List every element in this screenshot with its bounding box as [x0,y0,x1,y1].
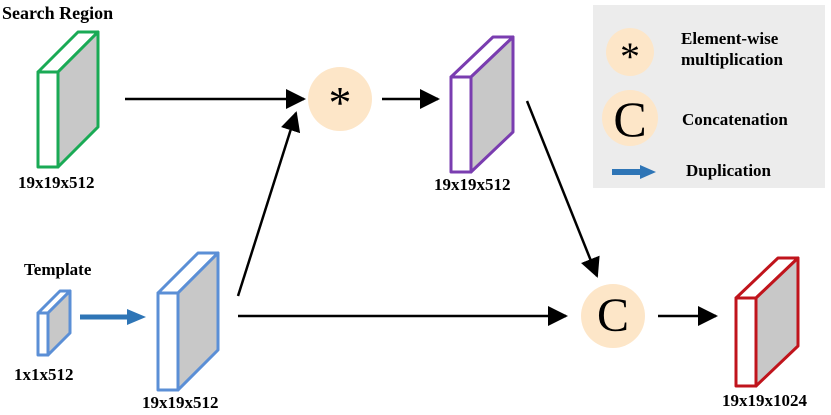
search-region-feature-block [36,30,100,169]
legend-concat-circle [602,90,658,146]
search-region-label: Search Region [2,3,114,23]
multiply-operator-circle [308,67,372,131]
output-feature-block [734,256,800,388]
legend-multiply-symbol: * [620,34,640,79]
arrow-template-to-multiply [236,111,301,297]
output-dim-label: 19x19x1024 [722,391,807,410]
template-label: Template [24,260,92,279]
legend-concat-symbol: C [613,91,647,147]
multiply-operator-symbol: * [328,77,352,128]
legend-duplication-arrow-icon [612,165,656,179]
multiplied-feature-block [449,35,515,174]
legend-duplication-text: Duplication [686,161,772,180]
arrow-block-to-concat [525,100,600,278]
multiplied-dim-label: 19x19x512 [434,175,511,194]
legend-multiply-circle [606,28,654,76]
template-duplicated-feature-block [156,251,220,392]
duplication-arrow [80,309,146,325]
search-region-dim-label: 19x19x512 [18,173,95,192]
template-dup-dim-label: 19x19x512 [142,393,219,412]
concat-operator-circle [581,284,645,348]
legend-concat-text: Concatenation [682,110,788,129]
template-small-feature-block [36,289,72,357]
legend-multiply-text: Element-wise multiplication [681,29,784,70]
template-small-dim-label: 1x1x512 [14,365,74,384]
concat-operator-symbol: C [596,289,629,342]
